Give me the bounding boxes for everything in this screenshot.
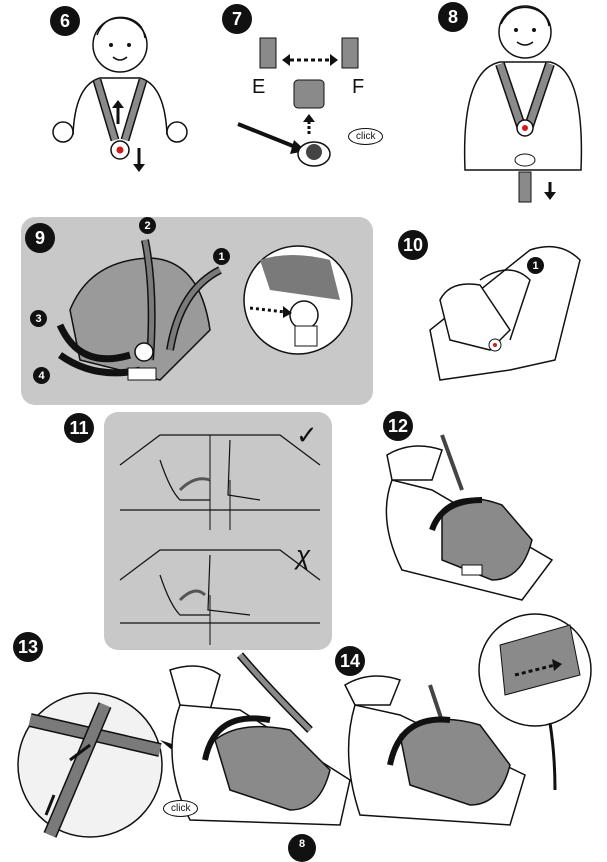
marker-1: 1 xyxy=(213,248,230,265)
step-10-number: 10 xyxy=(398,230,428,260)
step-8-illustration xyxy=(463,5,583,203)
step-12-illustration xyxy=(385,434,554,601)
step-13-illustration xyxy=(17,652,351,838)
step-12-number: 12 xyxy=(383,411,413,441)
step-13-number: 13 xyxy=(13,632,43,662)
step-14-number: 14 xyxy=(335,646,365,676)
click-callout-13: click xyxy=(163,800,199,817)
page-number-badge: 8 xyxy=(288,834,316,862)
click-callout-7: click xyxy=(348,128,384,145)
marker-4: 4 xyxy=(33,367,50,384)
incorrect-mark: χ xyxy=(296,540,311,570)
step-6-number: 6 xyxy=(50,6,80,36)
marker-1-step10: 1 xyxy=(527,257,544,274)
step-9-number: 9 xyxy=(25,223,55,253)
step-10-illustration xyxy=(429,245,581,381)
page-number: 8 xyxy=(298,838,306,850)
step-11-panel xyxy=(104,412,332,650)
step-8-number: 8 xyxy=(438,2,468,32)
step-6-illustration xyxy=(52,16,188,172)
label-e: E xyxy=(252,76,266,98)
label-f: F xyxy=(352,76,365,98)
step-14-illustration xyxy=(344,613,592,826)
step-11-illustration xyxy=(119,434,321,645)
marker-2: 2 xyxy=(139,217,156,234)
correct-mark: ✓ xyxy=(296,420,318,450)
step-11-number: 11 xyxy=(64,413,94,443)
step-7-illustration xyxy=(237,37,359,167)
step-9-illustration xyxy=(56,239,353,381)
marker-3: 3 xyxy=(30,310,47,327)
step-7-number: 7 xyxy=(222,4,252,34)
